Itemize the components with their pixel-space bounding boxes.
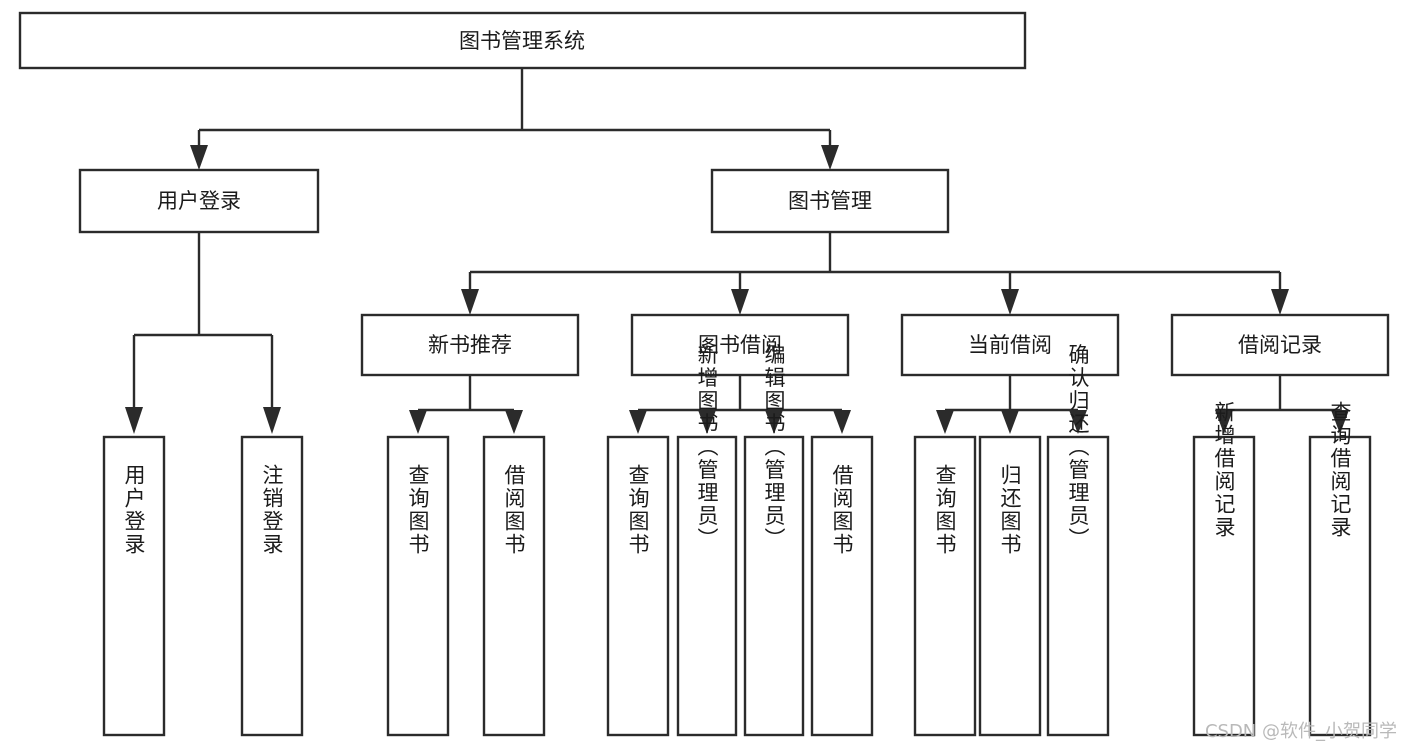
node-user-login[interactable]: 用户登录 <box>78 168 320 234</box>
node-book-management[interactable]: 图书管理 <box>710 168 950 234</box>
node-leaf-query-book-3-label: 查询图书 <box>933 464 957 556</box>
connector-group-root <box>190 68 839 170</box>
arrowhead-leaf-borrow-book-2 <box>833 410 851 434</box>
node-leaf-add-record-label: 新增借阅记录 <box>1212 401 1236 539</box>
node-leaf-query-record-label: 查询借阅记录 <box>1328 401 1352 539</box>
node-current-borrow[interactable]: 当前借阅 <box>900 313 1120 377</box>
connector-group-new-book-recommend <box>409 375 523 434</box>
arrowhead-book-management <box>821 145 839 170</box>
node-book-borrow[interactable]: 图书借阅 <box>630 313 850 377</box>
arrowhead-leaf-user-login <box>125 407 143 434</box>
node-leaf-edit-book-label: 编辑图书（管理员） <box>762 344 786 551</box>
arrowhead-book-borrow <box>731 289 749 315</box>
node-leaf-add-book-label: 新增图书（管理员） <box>695 344 719 551</box>
node-leaf-borrow-book-1-label: 借阅图书 <box>502 464 526 556</box>
connector-group-book-borrow <box>629 375 851 434</box>
connector-group-user-login <box>125 232 281 434</box>
node-leaf-user-login[interactable]: 用户登录 <box>102 435 166 737</box>
arrowhead-new-book-recommend <box>461 289 479 315</box>
arrowhead-leaf-user-logout <box>263 407 281 434</box>
node-leaf-add-book-box[interactable] <box>676 435 738 737</box>
node-leaf-return-book-box[interactable] <box>978 435 1042 737</box>
node-leaf-confirm-return-box[interactable] <box>1046 435 1110 737</box>
node-leaf-add-book[interactable]: 新增图书（管理员） <box>676 344 738 737</box>
arrowhead-leaf-return-book <box>1001 410 1019 434</box>
node-leaf-borrow-book-2-box[interactable] <box>810 435 874 737</box>
arrowhead-leaf-query-book-1 <box>409 410 427 434</box>
connector-group-book-management <box>461 232 1289 315</box>
node-leaf-query-record-box[interactable] <box>1308 435 1372 737</box>
node-book-management-label: 图书管理 <box>788 189 872 213</box>
node-book-borrow-box[interactable] <box>630 313 850 377</box>
node-leaf-return-book[interactable]: 归还图书 <box>978 435 1042 737</box>
node-borrow-record-box[interactable] <box>1170 313 1390 377</box>
arrowhead-user-login <box>190 145 208 170</box>
node-leaf-query-book-2-label: 查询图书 <box>626 464 650 556</box>
node-leaf-add-record[interactable]: 新增借阅记录 <box>1192 401 1256 737</box>
node-leaf-query-book-1-label: 查询图书 <box>406 464 430 556</box>
node-leaf-add-record-box[interactable] <box>1192 435 1256 737</box>
node-current-borrow-label: 当前借阅 <box>968 333 1052 357</box>
node-leaf-query-book-2[interactable]: 查询图书 <box>606 435 670 737</box>
arrowhead-leaf-edit-book <box>765 410 783 434</box>
node-leaf-user-login-label: 用户登录 <box>122 464 146 556</box>
node-root-box[interactable] <box>18 11 1027 70</box>
node-leaf-query-book-1-box[interactable] <box>386 435 450 737</box>
node-borrow-record-label: 借阅记录 <box>1238 333 1322 357</box>
arrowhead-leaf-query-book-2 <box>629 410 647 434</box>
node-book-management-box[interactable] <box>710 168 950 234</box>
node-leaf-confirm-return[interactable]: 确认归还（管理员） <box>1046 344 1110 737</box>
node-leaf-borrow-book-1[interactable]: 借阅图书 <box>482 435 546 737</box>
node-new-book-recommend[interactable]: 新书推荐 <box>360 313 580 377</box>
node-leaf-query-book-3-box[interactable] <box>913 435 977 737</box>
node-leaf-borrow-book-2-label: 借阅图书 <box>830 464 854 556</box>
node-leaf-user-logout[interactable]: 注销登录 <box>240 435 304 737</box>
arrowhead-leaf-add-book <box>698 410 716 434</box>
node-new-book-recommend-box[interactable] <box>360 313 580 377</box>
arrowhead-leaf-query-book-3 <box>936 410 954 434</box>
node-root-label: 图书管理系统 <box>459 29 585 53</box>
node-user-login-label: 用户登录 <box>157 189 241 213</box>
node-root[interactable]: 图书管理系统 <box>18 11 1027 70</box>
node-leaf-edit-book-box[interactable] <box>743 435 805 737</box>
node-leaf-borrow-book-1-box[interactable] <box>482 435 546 737</box>
node-leaf-confirm-return-label: 确认归还（管理员） <box>1066 344 1090 551</box>
node-leaf-borrow-book-2[interactable]: 借阅图书 <box>810 435 874 737</box>
arrowhead-borrow-record <box>1271 289 1289 315</box>
node-leaf-user-logout-box[interactable] <box>240 435 304 737</box>
node-new-book-recommend-label: 新书推荐 <box>428 333 512 357</box>
node-leaf-return-book-label: 归还图书 <box>998 464 1022 556</box>
node-leaf-query-book-3[interactable]: 查询图书 <box>913 435 977 737</box>
arrowhead-leaf-query-record <box>1331 410 1349 434</box>
node-leaf-query-record[interactable]: 查询借阅记录 <box>1308 401 1372 737</box>
node-borrow-record[interactable]: 借阅记录 <box>1170 313 1390 377</box>
node-current-borrow-box[interactable] <box>900 313 1120 377</box>
arrowhead-leaf-add-record <box>1215 410 1233 434</box>
connector-group-borrow-record <box>1215 375 1349 434</box>
node-leaf-user-logout-label: 注销登录 <box>260 464 284 556</box>
node-book-borrow-label: 图书借阅 <box>698 333 782 357</box>
node-leaf-edit-book[interactable]: 编辑图书（管理员） <box>743 344 805 737</box>
arrowhead-leaf-confirm-return <box>1069 410 1087 434</box>
node-leaf-query-book-2-box[interactable] <box>606 435 670 737</box>
node-leaf-user-login-box[interactable] <box>102 435 166 737</box>
connector-group-current-borrow <box>936 375 1087 434</box>
node-leaf-query-book-1[interactable]: 查询图书 <box>386 435 450 737</box>
arrowhead-current-borrow <box>1001 289 1019 315</box>
node-user-login-box[interactable] <box>78 168 320 234</box>
arrowhead-leaf-borrow-book-1 <box>505 410 523 434</box>
